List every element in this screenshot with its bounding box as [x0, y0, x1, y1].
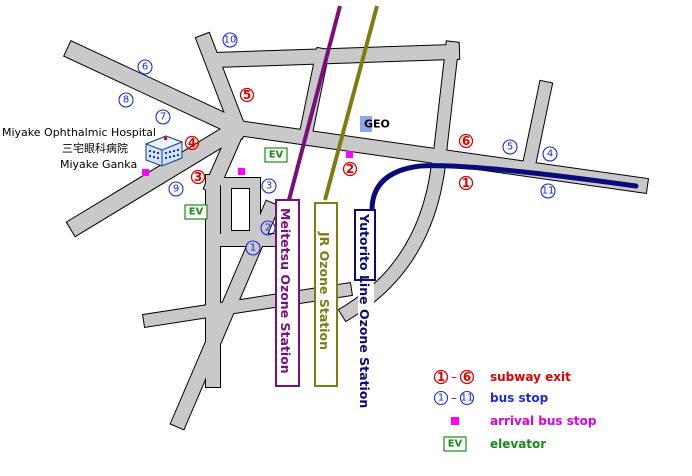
- bus-stop-4[interactable]: 4: [542, 146, 558, 162]
- subway-exit-6[interactable]: 6: [458, 133, 474, 149]
- legend-bus-stop: 1 – 11 bus stop: [433, 390, 549, 406]
- bus-stop-3[interactable]: 3: [261, 178, 277, 194]
- svg-text:bus stop: bus stop: [490, 391, 549, 405]
- legend-arrival-bus-stop: arrival bus stop: [451, 414, 597, 428]
- subway-exit-1[interactable]: 1: [458, 175, 474, 191]
- svg-text:–: –: [451, 391, 457, 405]
- arrival-bus-stop-marker[interactable]: [346, 151, 353, 158]
- bus-stop-number: 4: [547, 149, 553, 160]
- bus-stop-number: 1: [250, 243, 256, 254]
- bus-stop-number: 6: [142, 62, 148, 73]
- meitetsu-line-track: [287, 5, 342, 201]
- subway-exit-number: 3: [194, 170, 202, 184]
- bus-stop-10[interactable]: 10: [222, 32, 238, 48]
- svg-text:elevator: elevator: [490, 437, 546, 451]
- bus-stop-number: 11: [542, 186, 555, 197]
- meitetsu-station-label: Meitetsu Ozone Station: [278, 208, 293, 374]
- subway-exit-number: 1: [462, 176, 470, 190]
- svg-text:6: 6: [463, 370, 471, 384]
- svg-text:EV: EV: [189, 207, 204, 218]
- svg-text:arrival bus stop: arrival bus stop: [490, 414, 597, 428]
- yutorito-line-track: [369, 163, 639, 213]
- arrival-bus-stop-marker[interactable]: [142, 169, 149, 176]
- jr-station-label: JR Ozone Station: [317, 231, 332, 350]
- geo-label: GEO: [364, 118, 390, 131]
- bus-stop-number: 5: [507, 142, 513, 153]
- subway-exit-2[interactable]: 2: [342, 161, 358, 177]
- svg-text:subway exit: subway exit: [490, 370, 571, 384]
- jr-line-track: [323, 5, 379, 201]
- svg-text:1: 1: [438, 393, 444, 404]
- bus-stop-5[interactable]: 5: [502, 139, 518, 155]
- legend: 1 – 6 subway exit 1 – 11 bus stop arriva…: [433, 369, 597, 452]
- yutorito-station-label: Yutorito Line Ozone Station: [357, 213, 372, 408]
- subway-exits: 1 2 3 4 5 6: [184, 87, 474, 191]
- bus-stop-8[interactable]: 8: [118, 92, 134, 108]
- subway-exit-number: 6: [462, 134, 470, 148]
- meitetsu-station[interactable]: Meitetsu Ozone Station: [275, 199, 300, 387]
- svg-text:EV: EV: [448, 439, 463, 450]
- svg-text:–: –: [451, 370, 457, 384]
- arrival-bus-stop-marker[interactable]: [238, 168, 245, 175]
- svg-text:11: 11: [461, 393, 474, 404]
- bus-stop-9[interactable]: 9: [168, 181, 184, 197]
- bus-stop-number: 3: [266, 181, 272, 192]
- bus-stop-number: 8: [123, 95, 129, 106]
- svg-text:EV: EV: [269, 150, 284, 161]
- hospital-name-jp: 三宅眼科病院: [62, 141, 128, 155]
- bus-stop-11[interactable]: 11: [540, 183, 556, 199]
- subway-exit-3[interactable]: 3: [190, 169, 206, 185]
- subway-exit-number: 2: [346, 162, 354, 176]
- bus-stop-number: 2: [265, 223, 271, 234]
- subway-exit-5[interactable]: 5: [239, 87, 255, 103]
- bus-stop-number: 7: [160, 112, 166, 123]
- subway-exit-number: 5: [243, 88, 251, 102]
- subway-exit-4[interactable]: 4: [184, 135, 200, 151]
- hospital-building-icon: [144, 135, 184, 167]
- bus-stop-7[interactable]: 7: [155, 109, 171, 125]
- bus-stop-number: 10: [224, 35, 237, 46]
- bus-stop-6[interactable]: 6: [137, 59, 153, 75]
- hospital-name-alt: Miyake Ganka: [60, 158, 137, 171]
- hospital-name-en: Miyake Ophthalmic Hospital: [2, 126, 156, 139]
- legend-subway-exit: 1 – 6 subway exit: [433, 369, 571, 385]
- jr-station[interactable]: JR Ozone Station: [314, 202, 338, 387]
- bus-stop-number: 9: [173, 184, 179, 195]
- bus-stop-1[interactable]: 1: [245, 240, 261, 256]
- elevator-marker[interactable]: EV: [264, 147, 288, 163]
- svg-text:1: 1: [437, 370, 445, 384]
- elevator-marker[interactable]: EV: [184, 204, 208, 220]
- bus-stop-2[interactable]: 2: [260, 220, 276, 236]
- legend-elevator: EV elevator: [443, 436, 546, 452]
- subway-exit-number: 4: [188, 136, 196, 150]
- geo-store-marker: GEO: [360, 116, 390, 132]
- yutorito-station[interactable]: Yutorito Line Ozone Station: [354, 209, 376, 428]
